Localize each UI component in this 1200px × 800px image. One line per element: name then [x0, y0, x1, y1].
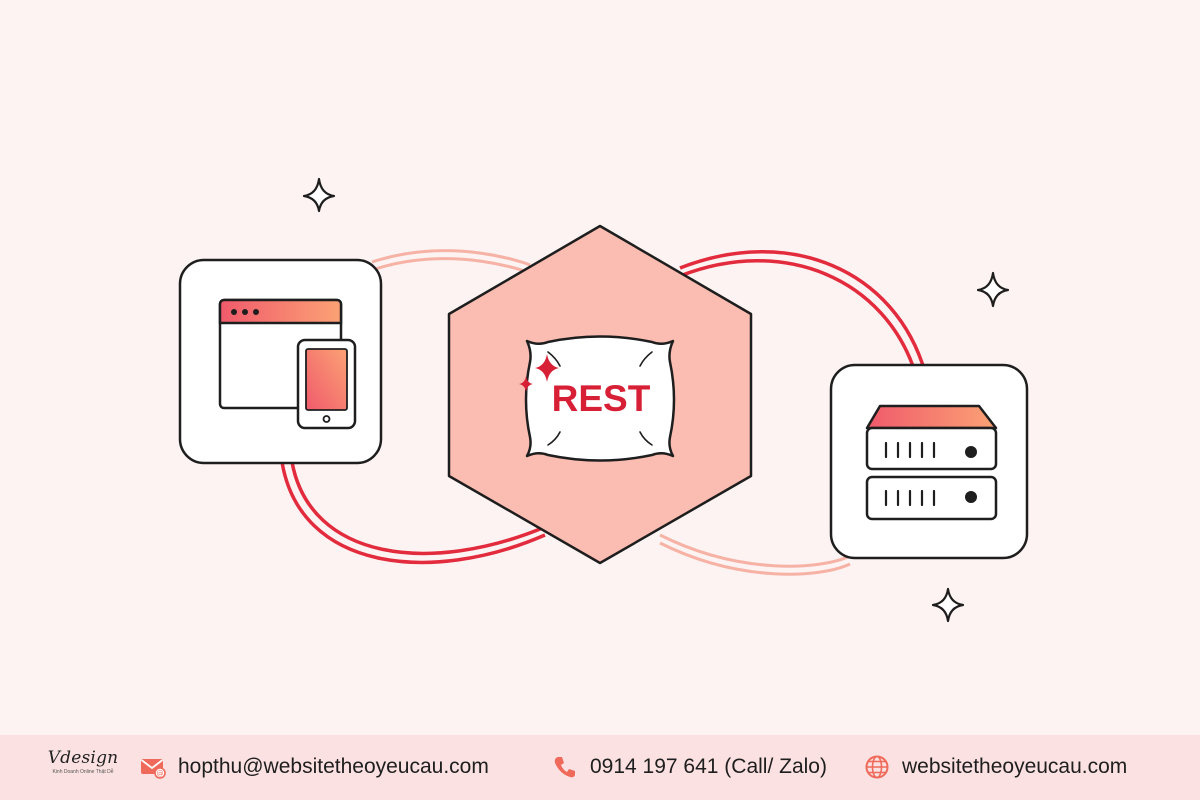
- footer-bar: Vdesign Kinh Doanh Online Thật Dễ @ hopt…: [0, 735, 1200, 800]
- sparkle-icon: [519, 376, 533, 392]
- phone-icon: [554, 757, 575, 778]
- server-rack-icon: [865, 404, 998, 521]
- diagram-canvas: REST: [178, 177, 1029, 623]
- email-text[interactable]: hopthu@websitetheoyeucau.com: [178, 755, 489, 778]
- mail-icon: @: [140, 759, 166, 779]
- right-ring: [659, 250, 927, 576]
- rest-label: REST: [552, 378, 651, 419]
- server-card: [829, 363, 1029, 560]
- vdesign-logo: Vdesign Kinh Doanh Online Thật Dễ: [48, 747, 118, 791]
- sparkle-icon: [931, 587, 965, 623]
- client-card: [178, 258, 383, 465]
- browser-mobile-icon: [218, 298, 357, 430]
- logo-text: Vdesign: [47, 748, 119, 768]
- website-text[interactable]: websitetheoyeucau.com: [902, 755, 1128, 778]
- sparkle-icon: [535, 354, 559, 382]
- contact-website[interactable]: websitetheoyeucau.com: [864, 751, 1127, 783]
- contact-email[interactable]: @ hopthu@websitetheoyeucau.com: [140, 751, 489, 783]
- phone-text[interactable]: 0914 197 641 (Call/ Zalo): [590, 755, 827, 778]
- rest-hexagon: REST: [447, 224, 753, 565]
- logo-tagline: Kinh Doanh Online Thật Dễ: [52, 769, 114, 775]
- sparkle-icon: [302, 177, 336, 213]
- sparkle-icon: [976, 271, 1010, 308]
- globe-icon: [865, 755, 889, 779]
- svg-text:@: @: [157, 770, 164, 778]
- pillow-icon: [524, 335, 676, 462]
- contact-phone[interactable]: 0914 197 641 (Call/ Zalo): [552, 751, 827, 783]
